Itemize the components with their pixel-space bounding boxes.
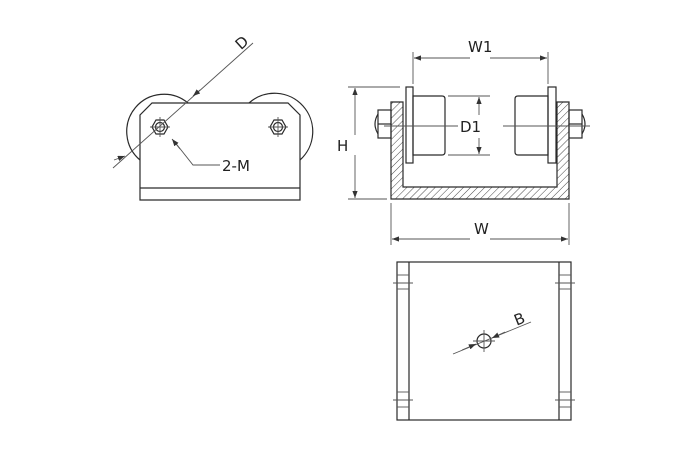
left-wheel — [126, 93, 189, 161]
right-bolt-icon — [268, 117, 288, 137]
channel-frame — [390, 101, 570, 200]
right-nut-icon — [568, 109, 586, 139]
b-label: B — [511, 309, 527, 330]
left-bolt-icon — [150, 117, 170, 137]
h-label: H — [337, 137, 348, 155]
side-view: D 2-M — [112, 32, 314, 201]
d1-label: D1 — [460, 118, 481, 136]
w1-label: W1 — [468, 38, 492, 56]
plan-view: B — [393, 261, 575, 421]
d-dimension-line — [112, 42, 254, 169]
w-label: W — [474, 220, 489, 238]
d-label: D — [232, 32, 253, 53]
left-roller — [412, 95, 446, 156]
left-nut-icon — [374, 109, 392, 139]
right-strip-bolts — [555, 274, 575, 408]
base-plate — [396, 261, 572, 421]
right-wheel — [248, 92, 314, 161]
right-flange — [547, 86, 557, 164]
m-label: 2-M — [222, 157, 250, 175]
front-view: W1 D1 H W — [337, 38, 590, 245]
right-roller — [514, 95, 549, 156]
side-plate — [139, 102, 301, 201]
left-flange — [405, 86, 414, 164]
left-strip-bolts — [393, 274, 413, 408]
m-leader — [173, 140, 220, 166]
